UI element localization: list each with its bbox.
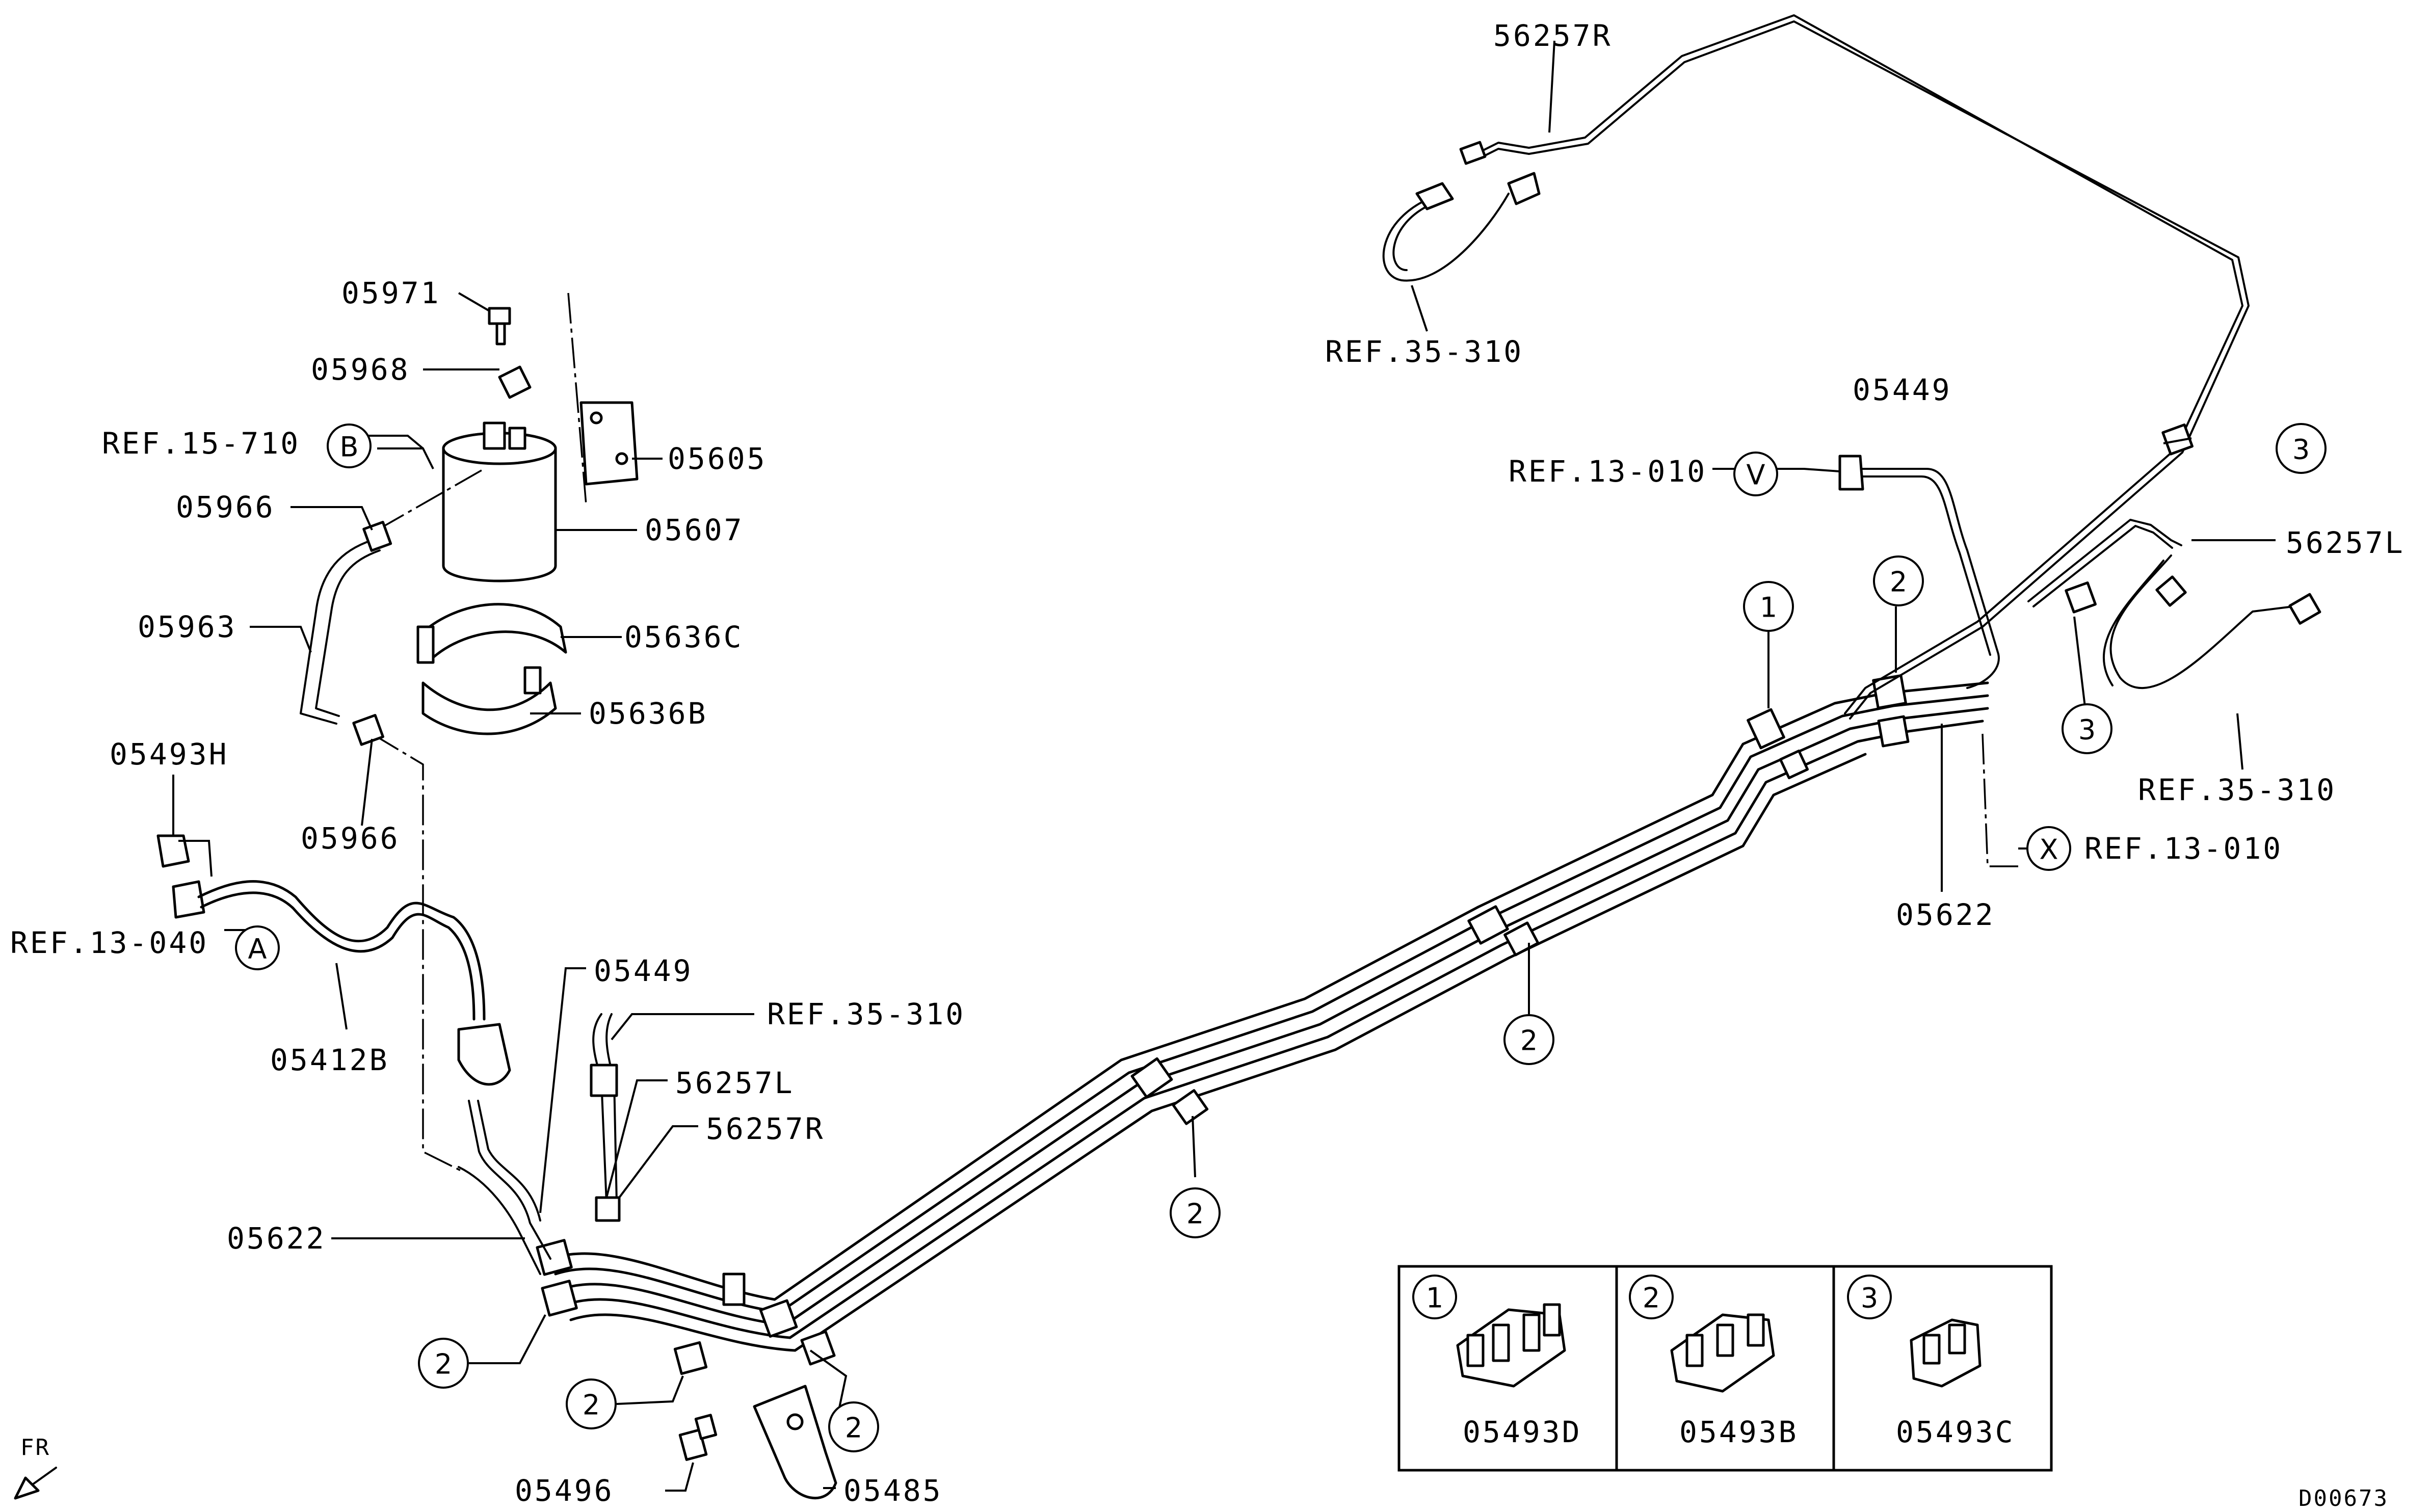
- label-05963: 05963: [138, 609, 237, 644]
- label-ref35-310-top: REF.35-310: [1325, 334, 1523, 369]
- brake-hose-top: [1382, 172, 1541, 282]
- legend-part-05493D: 05493D: [1463, 1415, 1582, 1449]
- canister-dash-2: [377, 468, 485, 531]
- clamp-05493C-icon: [1910, 1318, 1982, 1388]
- hose-05963: [300, 520, 392, 746]
- legend-num-1: 1: [1426, 1282, 1443, 1314]
- legend-cell-2: 2 05493B: [1629, 1275, 1799, 1449]
- clamp-legend-table: 1 05493D 2 05493B 3: [1397, 1265, 2053, 1472]
- callout-2-left: 2: [435, 1348, 452, 1381]
- callout-2-right: 2: [1890, 566, 1907, 598]
- label-05968: 05968: [311, 352, 410, 387]
- label-05966-a: 05966: [176, 490, 275, 524]
- clamp-05493B-icon: [1670, 1313, 1775, 1393]
- clamp-05493D-icon: [1456, 1303, 1566, 1388]
- label-56257L-right: 56257L: [2286, 525, 2405, 560]
- bundle-clamps: [536, 674, 1910, 1375]
- label-ref35-310-right: REF.35-310: [2138, 773, 2336, 807]
- label-56257R-top: 56257R: [1493, 18, 1613, 53]
- label-ref13-010-v: REF.13-010: [1509, 454, 1707, 489]
- label-05449-mid: 05449: [594, 953, 693, 988]
- callout-2-center: 2: [1520, 1025, 1538, 1057]
- letter-X: X: [2040, 834, 2058, 866]
- label-05412B: 05412B: [270, 1043, 389, 1077]
- letter-B: B: [339, 431, 358, 463]
- callout-3-mid: 3: [2078, 714, 2096, 746]
- callout-2-bracket: 2: [845, 1412, 862, 1444]
- label-05496: 05496: [515, 1473, 614, 1508]
- label-05485: 05485: [843, 1473, 943, 1508]
- callout-2-lower: 2: [1186, 1198, 1204, 1230]
- legend-part-05493B: 05493B: [1679, 1415, 1799, 1449]
- legend-part-05493C: 05493C: [1896, 1415, 2015, 1449]
- label-56257R-mid: 56257R: [706, 1111, 825, 1146]
- pipe-05412B: [156, 834, 511, 1086]
- callout-1: 1: [1760, 592, 1777, 624]
- clamp-callouts: 1 2 3 3 2 2 2 2 2: [418, 423, 2327, 1452]
- legend-num-3: 3: [1861, 1282, 1878, 1314]
- label-05493H: 05493H: [110, 737, 229, 772]
- mid-left-pipes: [458, 1013, 621, 1275]
- line-05449-right: [1838, 455, 2000, 689]
- label-ref15-710: REF.15-710: [102, 426, 300, 461]
- label-05607: 05607: [645, 513, 744, 547]
- label-05971: 05971: [341, 276, 441, 310]
- label-05605: 05605: [668, 441, 767, 476]
- diagram-code: D00673: [2299, 1486, 2389, 1511]
- main-fuel-pipe-bundle: [549, 681, 1989, 1352]
- part-labels: 56257R REF.35-310 05971 05968 REF.15-710…: [10, 18, 2405, 1511]
- label-05636C: 05636C: [624, 620, 744, 654]
- canister-dash-1: [567, 293, 587, 505]
- callout-2-bottom: 2: [583, 1389, 600, 1421]
- legend-num-2: 2: [1643, 1282, 1660, 1314]
- canister-dash-3: [372, 733, 464, 1173]
- label-05966-b: 05966: [301, 821, 400, 856]
- fr-arrow-icon: [14, 1467, 57, 1500]
- ref-letter-circles: B A V X: [235, 423, 2071, 970]
- letter-V: V: [1747, 459, 1765, 491]
- bracket-05485: [678, 1385, 837, 1499]
- line-56257R: [1459, 14, 2250, 720]
- line-56257L-right: [2027, 423, 2321, 689]
- label-ref13-040: REF.13-040: [10, 925, 208, 960]
- callout-3-top: 3: [2292, 434, 2310, 466]
- legend-cell-3: 3 05493C: [1847, 1275, 2015, 1449]
- label-05636B: 05636B: [589, 696, 708, 731]
- label-05622-right: 05622: [1896, 897, 1995, 932]
- legend-cell-1: 1 05493D: [1412, 1275, 1582, 1449]
- label-05449-right: 05449: [1853, 373, 1952, 407]
- label-56257L-mid: 56257L: [675, 1066, 795, 1100]
- canister-assembly: [416, 307, 639, 735]
- letter-A: A: [248, 933, 267, 965]
- fr-label: FR: [20, 1435, 50, 1461]
- label-05622-left: 05622: [227, 1221, 326, 1256]
- label-ref35-310-mid: REF.35-310: [767, 997, 965, 1031]
- label-ref13-010-x: REF.13-010: [2084, 831, 2283, 866]
- ref-x-dashed: [1982, 733, 2018, 867]
